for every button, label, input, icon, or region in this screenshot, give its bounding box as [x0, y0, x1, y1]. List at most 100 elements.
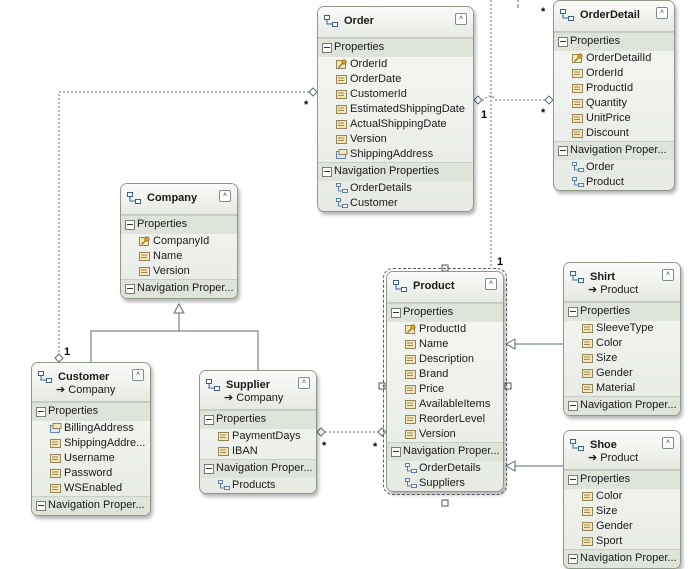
property-row[interactable]: Description [387, 352, 503, 367]
collapse-minus-icon[interactable] [36, 407, 46, 417]
property-row[interactable]: ReorderLevel [387, 412, 503, 427]
section-header[interactable]: Properties [32, 402, 150, 421]
navigation-property-row[interactable]: Order [554, 160, 674, 175]
property-row[interactable]: Color [564, 336, 680, 351]
entity-header[interactable]: Order˄ [318, 7, 473, 38]
property-row[interactable]: CustomerId [318, 87, 473, 102]
property-row[interactable]: Version [121, 264, 237, 279]
collapse-minus-icon[interactable] [36, 501, 46, 511]
property-row[interactable]: Gender [564, 366, 680, 381]
property-row[interactable]: PaymentDays [200, 429, 316, 444]
property-row[interactable]: Material [564, 381, 680, 396]
association-order-orderdetail[interactable] [478, 95, 549, 101]
section-header[interactable]: Properties [318, 38, 473, 57]
property-row[interactable]: Username [32, 451, 150, 466]
entity-header[interactable]: Shoe➔ Product˄ [564, 431, 680, 470]
property-row[interactable]: ActualShippingDate [318, 117, 473, 132]
property-row[interactable]: Name [387, 337, 503, 352]
collapse-minus-icon[interactable] [125, 220, 135, 230]
navigation-property-row[interactable]: OrderDetails [387, 461, 503, 476]
resize-handle[interactable] [378, 382, 386, 390]
section-header[interactable]: Navigation Proper... [564, 549, 680, 568]
property-row[interactable]: EstimatedShippingDate [318, 102, 473, 117]
navigation-property-row[interactable]: Product [554, 175, 674, 190]
collapse-minus-icon[interactable] [204, 415, 214, 425]
entity-header[interactable]: Shirt➔ Product˄ [564, 263, 680, 302]
section-header[interactable]: Navigation Proper... [121, 279, 237, 298]
section-header[interactable]: Navigation Proper... [554, 141, 674, 160]
collapse-chevron-icon[interactable]: ˄ [455, 13, 467, 25]
resize-handle[interactable] [504, 382, 512, 390]
property-row[interactable]: SleeveType [564, 321, 680, 336]
section-header[interactable]: Properties [564, 470, 680, 489]
property-row[interactable]: ShippingAddre... [32, 436, 150, 451]
property-row[interactable]: Quantity [554, 96, 674, 111]
section-header[interactable]: Properties [554, 32, 674, 51]
property-row[interactable]: Color [564, 489, 680, 504]
property-row[interactable]: CompanyId [121, 234, 237, 249]
collapse-minus-icon[interactable] [391, 308, 401, 318]
collapse-chevron-icon[interactable]: ˄ [662, 269, 674, 281]
collapse-chevron-icon[interactable]: ˄ [219, 190, 231, 202]
property-row[interactable]: WSEnabled [32, 481, 150, 496]
property-row[interactable]: Version [318, 132, 473, 147]
property-row[interactable]: IBAN [200, 444, 316, 459]
entity-header[interactable]: OrderDetail˄ [554, 1, 674, 32]
section-header[interactable]: Properties [564, 302, 680, 321]
property-row[interactable]: Price [387, 382, 503, 397]
property-row[interactable]: Size [564, 504, 680, 519]
collapse-minus-icon[interactable] [568, 475, 578, 485]
property-row[interactable]: OrderDate [318, 72, 473, 87]
collapse-minus-icon[interactable] [568, 307, 578, 317]
collapse-chevron-icon[interactable]: ˄ [656, 7, 668, 19]
property-row[interactable]: ProductId [387, 322, 503, 337]
property-row[interactable]: OrderId [318, 57, 473, 72]
navigation-property-row[interactable]: Customer [318, 196, 473, 211]
collapse-minus-icon[interactable] [558, 146, 568, 156]
section-header[interactable]: Navigation Proper... [564, 396, 680, 415]
property-row[interactable]: Size [564, 351, 680, 366]
property-row[interactable]: Password [32, 466, 150, 481]
property-row[interactable]: Brand [387, 367, 503, 382]
collapse-chevron-icon[interactable]: ˄ [662, 437, 674, 449]
property-row[interactable]: Discount [554, 126, 674, 141]
property-row[interactable]: Gender [564, 519, 680, 534]
section-header[interactable]: Navigation Proper... [387, 442, 503, 461]
collapse-minus-icon[interactable] [125, 284, 135, 294]
property-row[interactable]: OrderDetailId [554, 51, 674, 66]
property-row[interactable]: ProductId [554, 81, 674, 96]
collapse-chevron-icon[interactable]: ˄ [132, 369, 144, 381]
section-header[interactable]: Properties [121, 215, 237, 234]
entity-header[interactable]: Customer➔ Company˄ [32, 363, 150, 402]
property-row[interactable]: OrderId [554, 66, 674, 81]
property-row[interactable]: AvailableItems [387, 397, 503, 412]
section-header[interactable]: Properties [200, 410, 316, 429]
collapse-minus-icon[interactable] [568, 554, 578, 564]
property-row[interactable]: Version [387, 427, 503, 442]
navigation-property-row[interactable]: Products [200, 478, 316, 493]
navigation-property-row[interactable]: Suppliers [387, 476, 503, 491]
section-header[interactable]: Navigation Properties [318, 162, 473, 181]
collapse-minus-icon[interactable] [568, 401, 578, 411]
resize-handle[interactable] [441, 499, 449, 507]
property-row[interactable]: UnitPrice [554, 111, 674, 126]
collapse-chevron-icon[interactable]: ˄ [485, 278, 497, 290]
collapse-minus-icon[interactable] [204, 464, 214, 474]
section-header[interactable]: Navigation Proper... [32, 496, 150, 515]
collapse-minus-icon[interactable] [558, 37, 568, 47]
entity-header[interactable]: Company˄ [121, 184, 237, 215]
collapse-minus-icon[interactable] [391, 447, 401, 457]
entity-header[interactable]: Product˄ [387, 272, 503, 303]
collapse-minus-icon[interactable] [322, 43, 332, 53]
section-header[interactable]: Properties [387, 303, 503, 322]
property-row[interactable]: BillingAddress [32, 421, 150, 436]
property-row[interactable]: ShippingAddress [318, 147, 473, 162]
